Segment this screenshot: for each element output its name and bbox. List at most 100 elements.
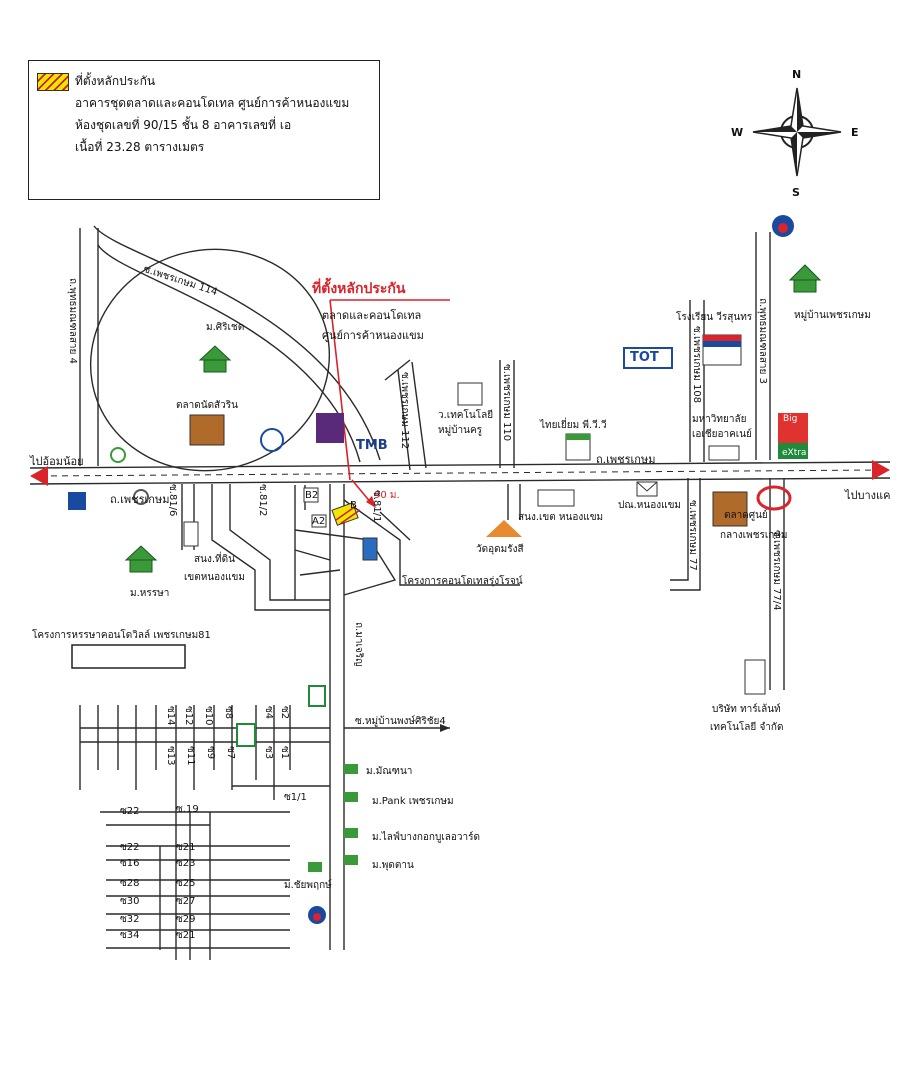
soi-right-2: ซ23 <box>176 858 196 869</box>
company-label-2: เทคโนโลยี จำกัด <box>710 722 784 733</box>
bank-icon-2 <box>68 492 86 510</box>
to-right-label: ไปบางแค <box>845 489 891 502</box>
scb-logo <box>316 413 344 443</box>
soi-13: ซ13 <box>165 746 176 766</box>
soi-1-1: ซ1/1 <box>284 792 307 803</box>
soi-right-3: ซ25 <box>176 878 196 889</box>
to-left-label: ไปอ้อมน้อย <box>30 455 84 468</box>
soi-14: ซ14 <box>165 706 176 726</box>
soi-left-2: ซ16 <box>120 858 140 869</box>
talad-label: ตลาดนัดสัวริน <box>176 400 238 411</box>
oval-road <box>89 248 331 472</box>
tot-label: TOT <box>630 350 659 365</box>
post-label: ปณ.หนองแขม <box>618 500 681 511</box>
university-label: มหาวิทยาลัย เอเชียอาคเนย์ <box>692 414 752 440</box>
main-road-label-right: ถ.เพชรเกษม <box>596 453 656 466</box>
main-road-label: ถ.เพชรเกษม <box>110 493 170 506</box>
district-office-label: สนง.เขต หนองแขม <box>518 512 604 523</box>
condo-project-label: โครงการคอนโดเทลรุ่งโรจน์ <box>402 576 523 587</box>
mu-petch-label: หมู่บ้านเพชรเกษม <box>794 310 871 321</box>
left-vertical-road <box>79 228 99 466</box>
block-b2-label: B2 <box>305 490 319 501</box>
project-left-label: โครงการหรรษาคอนโดวิลล์ เพชรเกษม81 <box>32 630 211 641</box>
soi-7: ซ7 <box>225 746 236 760</box>
soi-3: ซ3 <box>263 746 274 760</box>
left-vertical-label: ถ.พุทธมณฑลสาย 4 <box>67 278 78 364</box>
soi-2: ซ2 <box>279 706 290 720</box>
soi-left-6: ซ34 <box>120 930 140 941</box>
mu-harnsa-label: ม.หรรษา <box>130 588 170 599</box>
land-office-label: สนง.ที่ดิน <box>194 554 235 565</box>
soi-right-1: ซ21 <box>176 842 196 853</box>
land-office-label-2: เขตหนองแขม <box>184 572 245 583</box>
maccharoen-label: ถ.มาเจริญ <box>353 622 364 667</box>
distance-label: 90 ม. <box>374 490 400 501</box>
soi-10: ซ10 <box>203 706 214 726</box>
bank-icon <box>110 447 126 463</box>
right-vertical-label: ถ.พุทธมณฑลสาย 3 <box>757 298 768 384</box>
legend-title: ที่ตั้งหลักประกัน <box>75 74 156 88</box>
school-label: โรงเรียน วีรสุนทร <box>676 312 753 323</box>
compass-n: N <box>792 68 802 81</box>
soi-114-road <box>93 225 381 461</box>
compass-e: E <box>851 126 859 139</box>
soi-81-2-label: ซ.81/2 <box>257 484 268 517</box>
talad-center-label: ตลาดศูนย์ <box>724 510 768 521</box>
soi-right-5: ซ29 <box>176 914 196 925</box>
bigc-label: eXtra <box>782 448 807 458</box>
seven-eleven-icon <box>308 685 326 707</box>
block-a2-label: A2 <box>312 516 326 527</box>
mu-chaiyapruk-label: ม.ชัยพฤกษ์ <box>284 880 332 891</box>
soi-81-1-label: ซ.81/1 <box>371 490 382 523</box>
thai-yeum-label: ไทยเยี่ยม พี.วี.วี <box>540 420 607 431</box>
callout-sub1: ตลาดและคอนโดเทล <box>322 309 422 322</box>
soi-1: ซ1 <box>279 746 290 760</box>
mu-pongsiri-label: ซ.หมู่บ้านพงษ์ศิริชัย4 <box>355 716 446 727</box>
siriwet-label: ม.ศิริเชต <box>206 322 245 333</box>
soi-left-3: ซ28 <box>120 878 140 889</box>
soi-4: ซ4 <box>263 706 274 720</box>
soi-right-4: ซ27 <box>176 896 196 907</box>
maccharoen-road <box>329 484 345 950</box>
mu-life-label: ม.ไลฟ์บางกอกบูเลอวาร์ด <box>372 832 480 843</box>
mu-puttan-label: ม.พุดตาน <box>372 860 414 871</box>
seven-eleven-icon-2 <box>236 723 256 747</box>
soi-81-6-label: ซ.81/6 <box>167 484 178 517</box>
compass-s: S <box>792 186 800 199</box>
mu-pank-label: ม.Pank เพชรเกษม <box>372 796 454 807</box>
soi-9: ซ9 <box>205 746 216 760</box>
tot-logo <box>623 347 673 369</box>
tmb-label: TMB <box>356 438 388 453</box>
wat-label: วัดอุดมรังสี <box>476 544 524 555</box>
collateral-swatch <box>37 73 69 91</box>
legend-box: ที่ตั้งหลักประกัน อาคารชุดตลาดและคอนโดเท… <box>28 60 380 200</box>
compass-rose <box>752 87 842 177</box>
callout-sub2: ศูนย์การค้าหนองแขม <box>322 329 424 342</box>
soi-right-6: ซ21 <box>176 930 196 941</box>
toyota-logo <box>756 485 792 511</box>
soi-77-label: ซ.เพชรเกษม 77 <box>687 500 698 571</box>
soi-108-label: ซ.เพชรเกษม 108 <box>691 326 702 404</box>
callout-title: ที่ตั้งหลักประกัน <box>312 281 406 297</box>
vocational-label: ว.เทคโนโลยี หมู่บ้านครู <box>438 410 494 436</box>
company-label: บริษัท ทาร์เล้นท์ <box>712 704 781 715</box>
compass-w: W <box>731 126 744 139</box>
soi-12: ซ12 <box>183 706 194 726</box>
soi-left-1: ซ22 <box>120 842 140 853</box>
bigc-big-label: Big <box>783 414 798 424</box>
talad-center-label-2: กลางเพชรเกษม <box>720 530 788 541</box>
soi-left-4: ซ30 <box>120 896 140 907</box>
soi-112-label: ซ.เพชรเกษม 112 <box>399 372 410 450</box>
soi-left-0: ซ22 <box>120 806 140 817</box>
mu-mantana-label: ม.มัณฑนา <box>366 766 413 777</box>
soi-8: ซ8 <box>223 706 234 720</box>
legend-line-1: อาคารชุดตลาดและคอนโดเทล ศูนย์การค้าหนองแ… <box>75 96 350 110</box>
soi-left-5: ซ32 <box>120 914 140 925</box>
soi-11: ซ11 <box>185 746 196 766</box>
soi-right-0: ซ.19 <box>176 804 199 815</box>
block-b-label: B <box>350 500 357 511</box>
legend-line-3: เนื้อที่ 23.28 ตารางเมตร <box>75 140 205 154</box>
legend-line-2: ห้องชุดเลขที่ 90/15 ชั้น 8 อาคารเลขที่ เ… <box>75 118 292 132</box>
main-road <box>29 461 891 469</box>
